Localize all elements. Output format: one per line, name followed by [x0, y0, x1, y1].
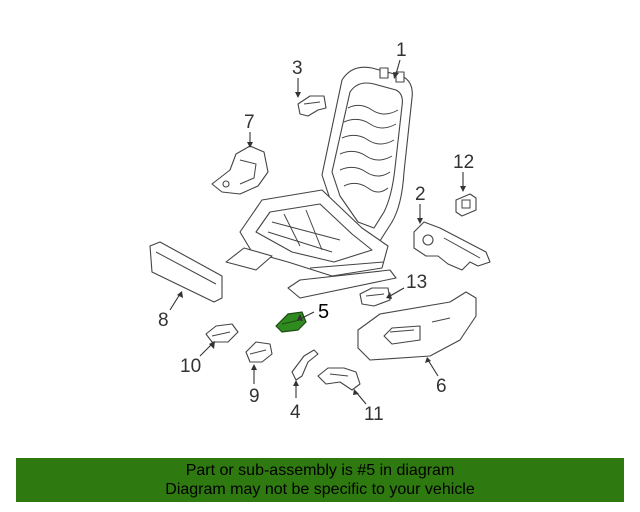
part-4-bracket: [291, 349, 319, 381]
part-7-cover: [211, 145, 269, 195]
part-9-knob: [245, 341, 273, 363]
leader-lines: [169, 59, 466, 405]
callout-2[interactable]: 2: [415, 184, 426, 205]
callout-6[interactable]: 6: [436, 376, 447, 397]
callout-11[interactable]: 11: [364, 404, 384, 425]
part-5-highlighted: [275, 311, 307, 333]
callout-5[interactable]: 5: [318, 301, 329, 323]
part-13-bracket: [359, 287, 391, 307]
part-12-switch: [455, 193, 477, 217]
callout-9[interactable]: 9: [249, 386, 260, 407]
part-info-banner: Part or sub-assembly is #5 in diagram Di…: [16, 458, 624, 502]
part-11-bracket: [317, 367, 361, 391]
part-8-front-panel: [149, 241, 223, 303]
callout-7[interactable]: 7: [244, 112, 255, 133]
part-6-side-shield: [357, 291, 477, 361]
banner-line-part: Part or sub-assembly is #5 in diagram: [185, 462, 455, 479]
part-10-knob: [205, 323, 239, 343]
callout-8[interactable]: 8: [158, 310, 169, 331]
part-3-clip: [297, 95, 327, 117]
callout-labels: 1 2 3 4 5 6 7 8 9 10 11 12 13: [158, 40, 474, 425]
part-2-recliner: [413, 221, 491, 271]
part-1-seat-frame: [225, 66, 413, 299]
callout-12[interactable]: 12: [453, 152, 474, 173]
callout-3[interactable]: 3: [292, 58, 303, 79]
parts-diagram: 1 2 3 4 5 6 7 8 9 10 11 12 13: [149, 40, 491, 425]
callout-1[interactable]: 1: [396, 40, 407, 61]
callout-13[interactable]: 13: [406, 272, 427, 293]
banner-line-disclaimer: Diagram may not be specific to your vehi…: [165, 481, 475, 498]
callout-10[interactable]: 10: [180, 356, 201, 377]
callout-4[interactable]: 4: [290, 402, 301, 423]
